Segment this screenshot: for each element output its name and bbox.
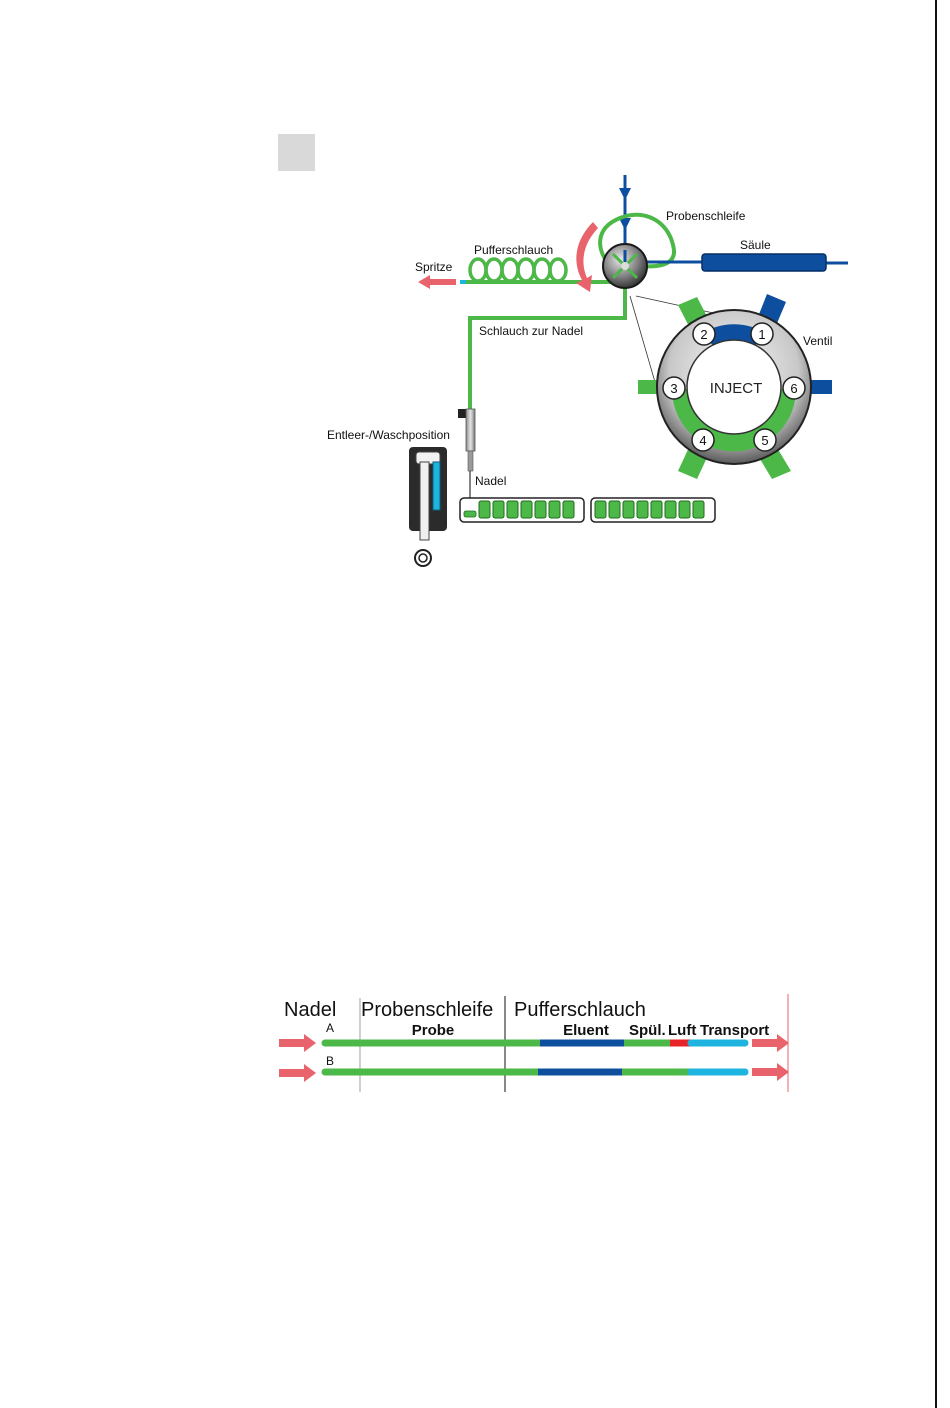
valve-port-5: 5 <box>754 429 776 451</box>
valve-hub <box>603 244 647 288</box>
label-pufferschlauch: Pufferschlauch <box>474 243 553 257</box>
legend-seg-probe: Probe <box>412 1022 455 1039</box>
inject-label: INJECT <box>710 380 763 397</box>
sample-rack-1 <box>460 498 584 522</box>
valve-detail: INJECT 2 1 3 6 4 5 <box>638 294 832 479</box>
label-probenschleife: Probenschleife <box>666 209 746 223</box>
wash-station <box>409 447 447 566</box>
legend-header-pufferschlauch: Pufferschlauch <box>514 999 646 1021</box>
valve-port-6: 6 <box>783 377 805 399</box>
label-entleer-waschposition: Entleer-/Waschposition <box>327 428 450 442</box>
legend-seg-spuel: Spül. <box>629 1022 666 1039</box>
label-saeule: Säule <box>740 238 771 252</box>
legend-row-b-bar <box>279 1063 789 1082</box>
legend-seg-luft: Luft <box>668 1022 696 1039</box>
legend-header-nadel: Nadel <box>284 999 336 1021</box>
svg-text:2: 2 <box>700 327 707 342</box>
label-schlauch-zur-nadel: Schlauch zur Nadel <box>479 324 583 338</box>
legend-row-a: A <box>326 1021 334 1035</box>
needle <box>458 409 475 512</box>
flow-legend: Nadel Probenschleife Pufferschlauch Prob… <box>279 994 789 1092</box>
valve-port-3: 3 <box>663 377 685 399</box>
valve-port-4: 4 <box>692 429 714 451</box>
label-nadel: Nadel <box>475 474 506 488</box>
buffer-coil <box>460 259 615 282</box>
svg-text:1: 1 <box>758 327 765 342</box>
needle-tube <box>470 272 625 412</box>
valve-port-1: 1 <box>751 323 773 345</box>
sample-rack-2 <box>591 498 715 522</box>
legend-header-probenschleife: Probenschleife <box>361 999 493 1021</box>
valve-port-2: 2 <box>693 323 715 345</box>
svg-text:6: 6 <box>790 381 797 396</box>
legend-seg-transport: Transport <box>700 1022 769 1039</box>
svg-text:3: 3 <box>670 381 677 396</box>
svg-text:4: 4 <box>699 433 706 448</box>
label-ventil: Ventil <box>803 334 832 348</box>
svg-text:5: 5 <box>761 433 768 448</box>
legend-seg-eluent: Eluent <box>563 1022 609 1039</box>
spritze-arrow <box>418 275 456 289</box>
legend-row-b: B <box>326 1054 334 1068</box>
label-spritze: Spritze <box>415 260 453 274</box>
